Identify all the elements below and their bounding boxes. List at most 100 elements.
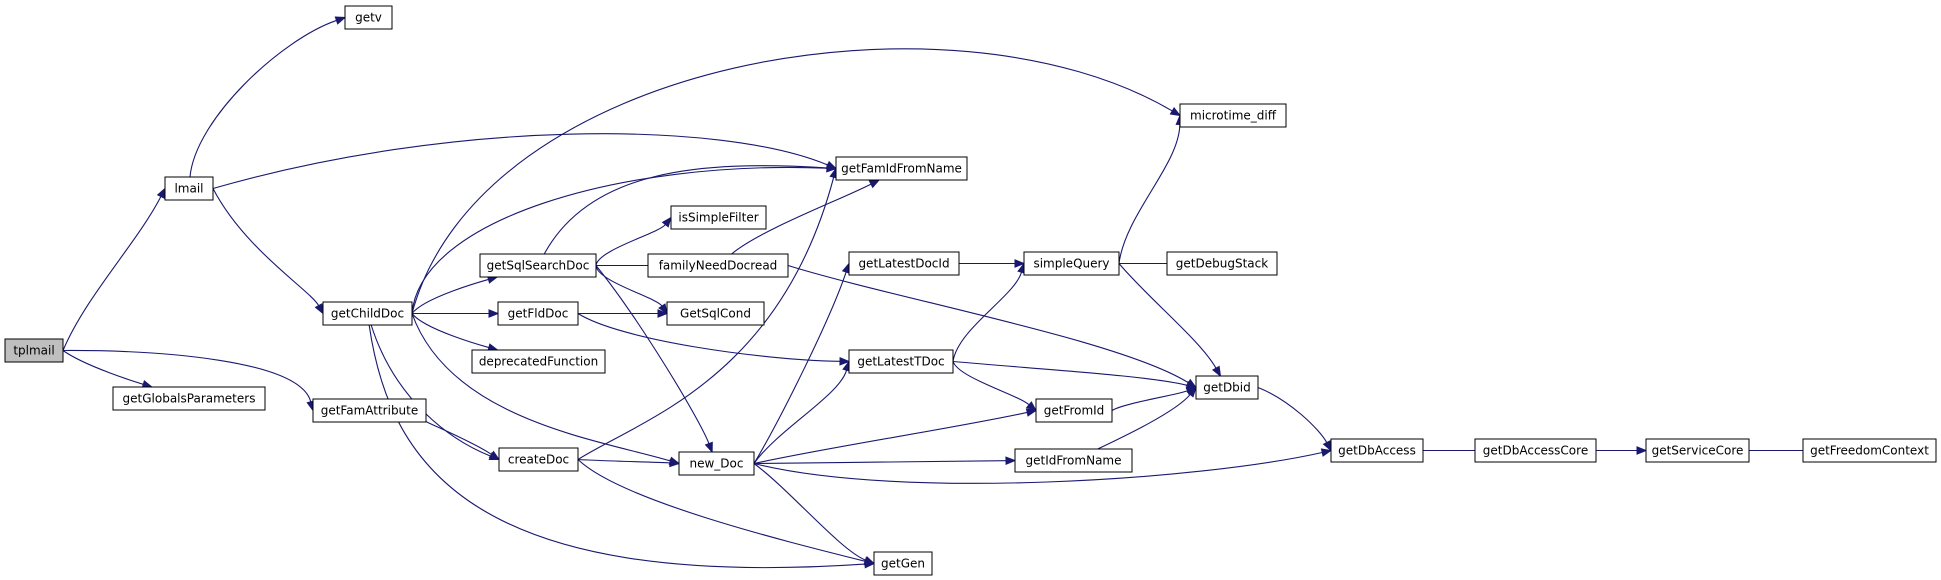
node-createDoc[interactable]: createDoc [498, 447, 579, 472]
node-box [479, 253, 597, 278]
edge-getSqlSearchDoc-to-new_Doc [595, 265, 713, 454]
arrowhead [661, 216, 672, 228]
node-getDebugStack[interactable]: getDebugStack [1166, 251, 1278, 276]
arrowhead [657, 309, 669, 318]
edge-new_Doc-to-getDbAccess [753, 448, 1333, 484]
node-box [164, 176, 214, 201]
node-label: getFromId [1044, 404, 1105, 418]
node-isSimpleFilter[interactable]: isSimpleFilter [670, 205, 767, 230]
node-getDbAccess[interactable]: getDbAccess [1330, 438, 1424, 463]
node-getFamIdFromName[interactable]: getFamIdFromName [835, 156, 968, 181]
edge-tplmail-to-getGlobalsParameters [62, 350, 154, 389]
node-getServiceCore[interactable]: getServiceCore [1645, 438, 1750, 463]
edge-line [577, 313, 841, 362]
node-deprecatedFunction[interactable]: deprecatedFunction [471, 349, 606, 374]
edge-lmail-to-getv [189, 16, 347, 178]
node-label: simpleQuery [1033, 257, 1109, 271]
node-GetSqlCond[interactable]: GetSqlCond [666, 301, 765, 326]
edge-getChildDoc-to-getSqlSearchDoc [411, 275, 499, 314]
edge-line [189, 19, 337, 178]
edge-new_Doc-to-getFromId [753, 408, 1038, 465]
node-getv[interactable]: getv [344, 5, 393, 30]
arrowhead [314, 303, 324, 315]
node-label: getFamAttribute [321, 404, 419, 418]
edge-lmail-to-getFamIdFromName [212, 133, 838, 190]
node-label: getServiceCore [1652, 444, 1744, 458]
edge-line [212, 188, 320, 306]
node-box [647, 253, 789, 278]
edge-line [411, 48, 1173, 314]
node-getFamAttribute[interactable]: getFamAttribute [312, 398, 427, 423]
node-box [1014, 448, 1133, 473]
node-getFreedomContext[interactable]: getFreedomContext [1802, 438, 1937, 463]
node-getDbid[interactable]: getDbid [1195, 375, 1259, 400]
edge-line [62, 350, 144, 385]
node-label: deprecatedFunction [479, 355, 598, 369]
node-getFldDoc[interactable]: getFldDoc [497, 301, 579, 326]
arrowhead [863, 555, 876, 565]
edge-line [62, 349, 312, 402]
arrowhead [826, 163, 838, 173]
node-label: lmail [174, 182, 203, 196]
node-box [1166, 251, 1278, 276]
node-getLatestDocId[interactable]: getLatestDocId [848, 251, 960, 276]
node-box [322, 301, 413, 326]
arrowhead [1025, 401, 1038, 412]
node-familyNeedDocread[interactable]: familyNeedDocread [647, 253, 789, 278]
arrowhead [1014, 259, 1026, 268]
edge-new_Doc-to-getIdFromName [753, 456, 1017, 465]
edge-getLatestTDoc-to-simpleQuery [952, 262, 1026, 362]
arrowhead [704, 441, 713, 454]
edge-getFamAttribute-to-createDoc [425, 420, 501, 461]
node-lmail[interactable]: lmail [164, 176, 214, 201]
node-label: getDbAccess [1338, 444, 1416, 458]
edge-new_Doc-to-getGen [753, 463, 876, 565]
edge-simpleQuery-to-microtime_diff [1118, 114, 1185, 264]
node-getFromId[interactable]: getFromId [1035, 398, 1113, 423]
node-box [1023, 251, 1120, 276]
node-getLatestTDoc[interactable]: getLatestTDoc [848, 349, 954, 374]
arrowhead [868, 179, 881, 189]
node-new_Doc[interactable]: new_Doc [678, 451, 755, 476]
edge-line [952, 360, 1188, 386]
node-label: getGen [881, 557, 925, 571]
call-graph-edges [62, 16, 1813, 569]
edge-line [577, 458, 671, 464]
node-box [1195, 375, 1259, 400]
arrowhead [1025, 408, 1038, 417]
node-getDbAccessCore[interactable]: getDbAccessCore [1474, 438, 1597, 463]
edge-getSqlSearchDoc-to-GetSqlCond [595, 265, 668, 315]
node-getGlobalsParameters[interactable]: getGlobalsParameters [112, 386, 266, 411]
node-label: getDebugStack [1176, 257, 1268, 271]
node-box [497, 301, 579, 326]
node-box [471, 349, 606, 374]
node-getSqlSearchDoc[interactable]: getSqlSearchDoc [479, 253, 597, 278]
node-label: GetSqlCond [680, 307, 751, 321]
node-getGen[interactable]: getGen [873, 551, 933, 576]
node-box [1474, 438, 1597, 463]
edge-line [595, 224, 666, 266]
edge-line [1257, 386, 1328, 443]
edge-line [595, 265, 710, 444]
node-box [498, 447, 579, 472]
node-microtime_diff[interactable]: microtime_diff [1179, 103, 1287, 128]
node-getIdFromName[interactable]: getIdFromName [1014, 448, 1133, 473]
edge-line [753, 451, 1323, 484]
node-box [848, 251, 960, 276]
arrowhead [156, 187, 166, 199]
edge-getSqlSearchDoc-to-getFamIdFromName [543, 163, 838, 255]
edge-tplmail-to-lmail [62, 187, 166, 351]
node-label: getLatestTDoc [857, 355, 944, 369]
edge-line [62, 196, 162, 351]
node-getChildDoc[interactable]: getChildDoc [322, 301, 413, 326]
node-label: getIdFromName [1026, 454, 1122, 468]
node-simpleQuery[interactable]: simpleQuery [1023, 251, 1120, 276]
node-box [666, 301, 765, 326]
arrowhead [1320, 448, 1333, 457]
node-tplmail[interactable]: tplmail [4, 338, 64, 363]
edge-getLatestDocId-to-simpleQuery [959, 259, 1026, 268]
call-graph-nodes: tplmail lmail getv getGlobalsParameters getF… [4, 5, 1937, 576]
node-label: createDoc [508, 453, 569, 467]
node-label: getFamIdFromName [841, 162, 962, 176]
